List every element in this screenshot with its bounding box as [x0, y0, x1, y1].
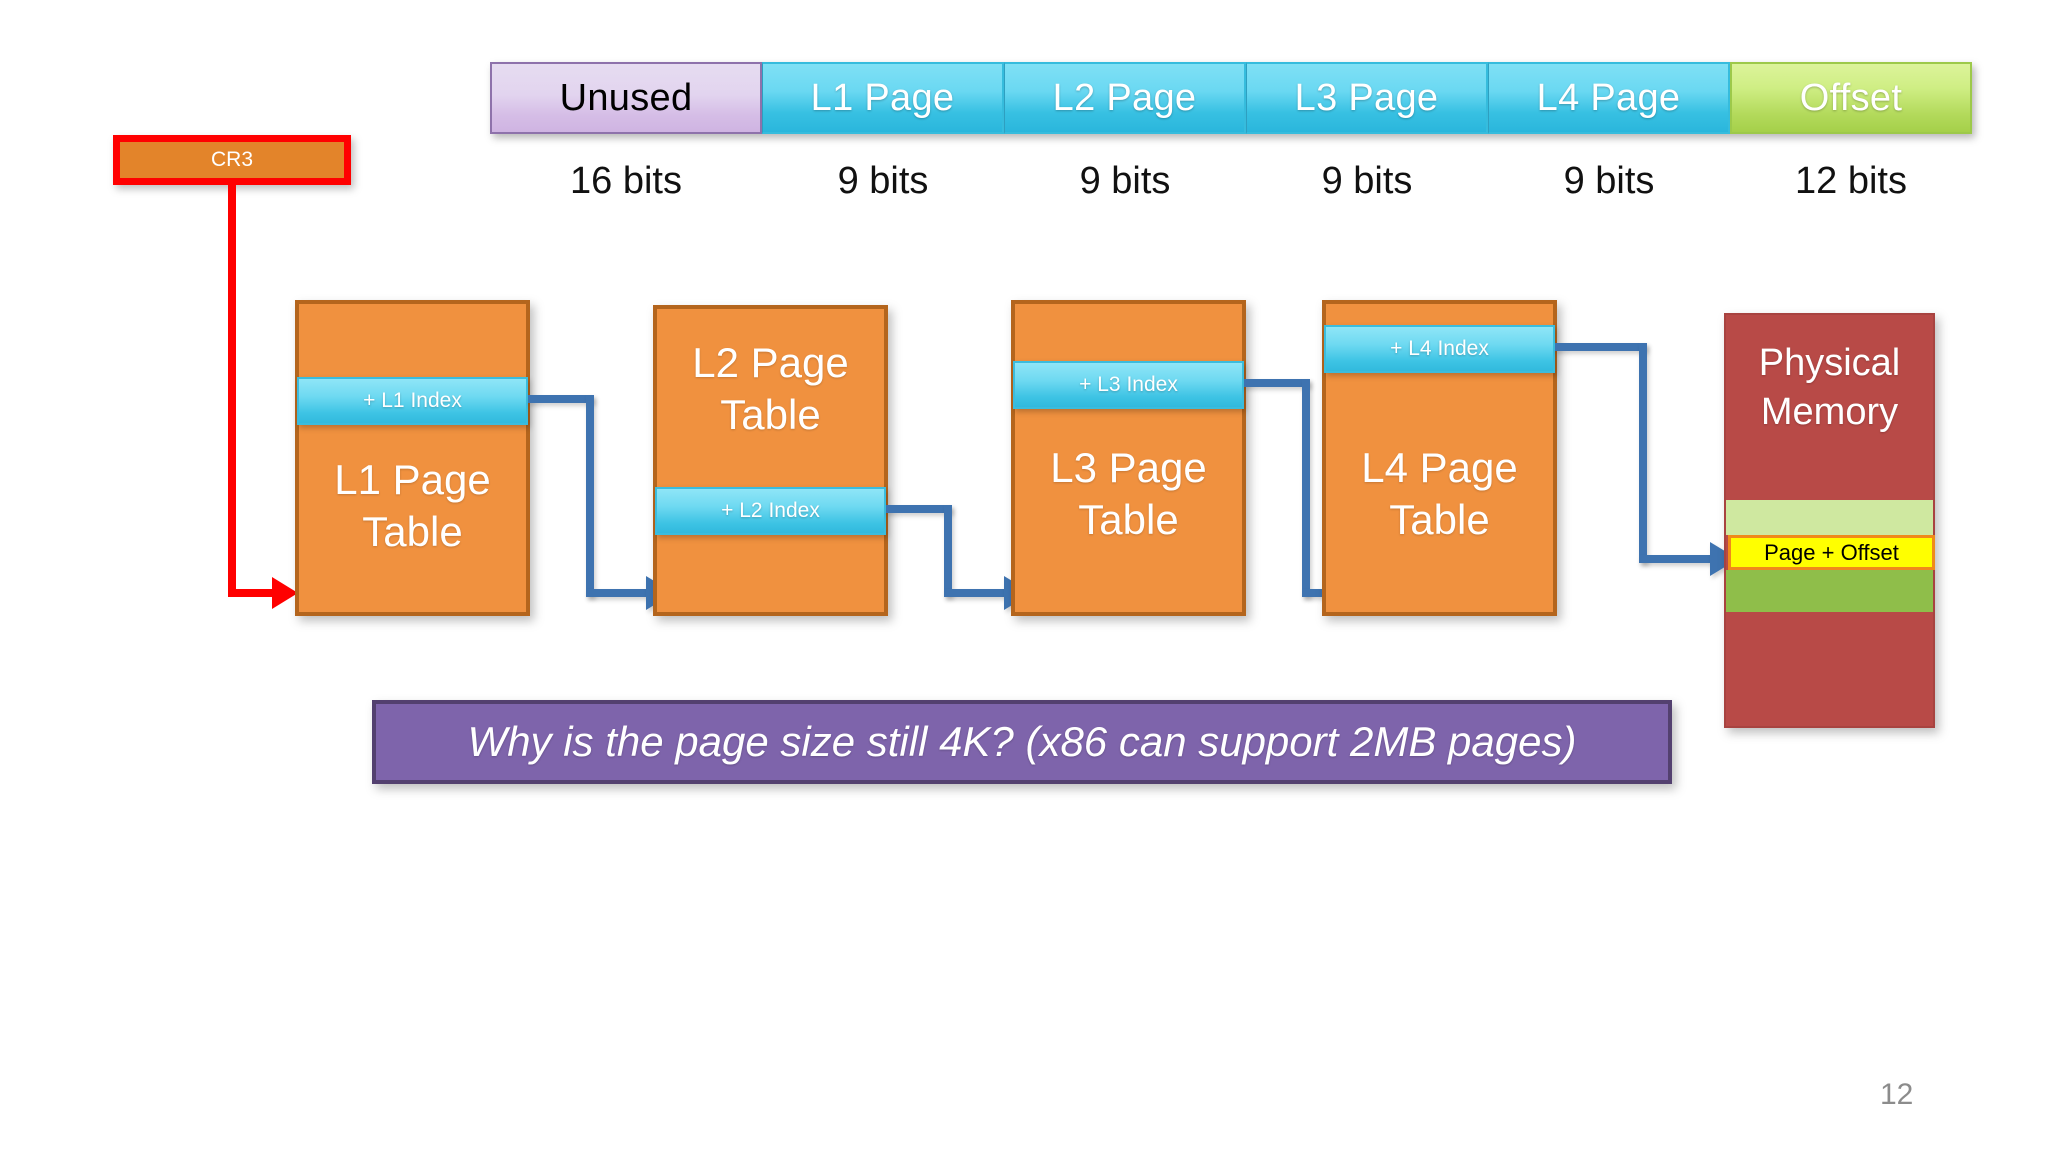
- l3-to-l4-connector-h1: [1244, 379, 1310, 387]
- l4-index-strip: + L4 Index: [1324, 325, 1555, 373]
- l3-index-strip: + L3 Index: [1013, 361, 1244, 409]
- bits-label-l3-page: 9 bits: [1321, 160, 1413, 202]
- addr-field-l1-page: L1 Page: [762, 62, 1004, 134]
- addr-field-l4-page: L4 Page: [1488, 62, 1730, 134]
- cr3-connector-vertical: [228, 185, 236, 595]
- addr-field-offset: Offset: [1730, 62, 1972, 134]
- l3-to-l4-connector-v: [1302, 379, 1310, 597]
- memory-band-light: [1726, 500, 1933, 535]
- cr3-connector-horizontal: [228, 589, 276, 597]
- l1-to-l2-connector-v: [586, 395, 594, 597]
- bits-label-unused: 16 bits: [570, 160, 682, 202]
- l1-to-l2-connector-h1: [528, 395, 594, 403]
- l2-index-strip: + L2 Index: [655, 487, 886, 535]
- l4-to-memory-connector-h1: [1555, 343, 1647, 351]
- addr-field-l2-page: L2 Page: [1004, 62, 1246, 134]
- bits-label-l2-page: 9 bits: [1079, 160, 1171, 202]
- addr-field-l3-page: L3 Page: [1246, 62, 1488, 134]
- l2-to-l3-connector-h1: [886, 505, 952, 513]
- addr-field-unused: Unused: [490, 62, 762, 134]
- l1-index-strip: + L1 Index: [297, 377, 528, 425]
- slide-number: 12: [1880, 1078, 1914, 1111]
- l1-to-l2-connector-h2: [586, 589, 652, 597]
- virtual-address-bar: Unused L1 Page L2 Page L3 Page L4 Page O…: [490, 62, 1972, 134]
- bits-label-offset: 12 bits: [1795, 160, 1907, 202]
- bits-label-l1-page: 9 bits: [837, 160, 929, 202]
- l4-to-memory-connector-v: [1639, 343, 1647, 563]
- cr3-register-box: CR3: [113, 135, 351, 185]
- question-banner: Why is the page size still 4K? (x86 can …: [372, 700, 1672, 784]
- bit-width-labels: 16 bits 9 bits 9 bits 9 bits 9 bits 12 b…: [490, 160, 1972, 203]
- l2-to-l3-connector-v: [944, 505, 952, 597]
- cr3-connector-arrowhead-icon: [272, 577, 298, 609]
- memory-band-dark: [1726, 570, 1933, 612]
- bits-label-l4-page: 9 bits: [1563, 160, 1655, 202]
- l4-to-memory-connector-h2: [1639, 555, 1719, 563]
- l2-to-l3-connector-h2: [944, 589, 1010, 597]
- page-plus-offset-highlight: Page + Offset: [1728, 535, 1935, 570]
